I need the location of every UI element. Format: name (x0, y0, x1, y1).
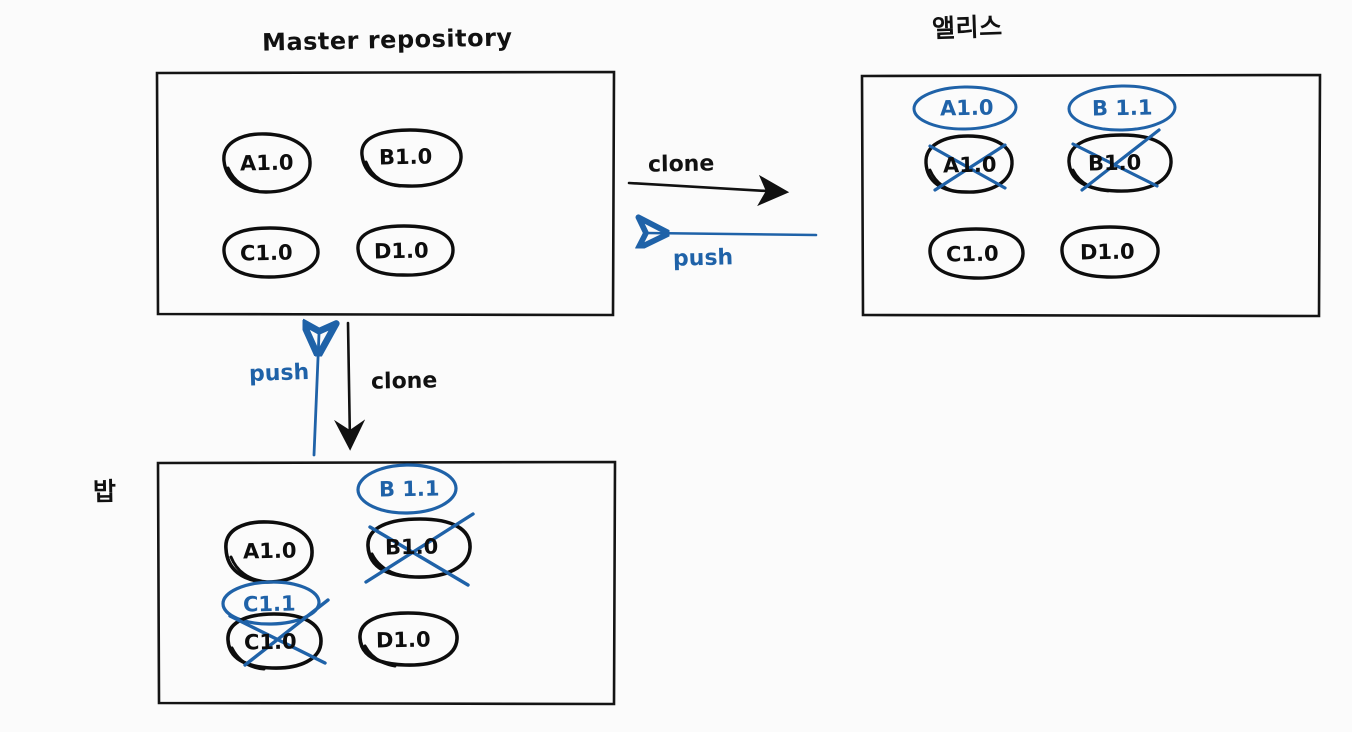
master-node-c1-0 (222, 226, 320, 279)
arrow-clone-master-to-alice (627, 174, 790, 207)
alice-node-a1-0-old (924, 134, 1014, 194)
alice-node-a1-0-new (912, 85, 1018, 131)
master-node-d1-0 (356, 224, 455, 277)
arrow-clone-master-to-bob (334, 321, 366, 451)
bob-node-c1-1-new (221, 580, 321, 626)
arrow-label-clone-bob: clone (370, 368, 438, 395)
master-node-b1-0 (360, 128, 463, 188)
bob-node-b1-1-new (356, 463, 458, 515)
master-repository-box (155, 70, 616, 317)
bob-node-b1-0-old (364, 512, 475, 587)
bob-node-a1-0 (224, 520, 314, 584)
page-title-master: Master repository (261, 23, 513, 57)
alice-node-c1-0 (928, 227, 1025, 280)
arrow-push-bob-to-master (314, 334, 319, 457)
alice-node-b1-0-old (1067, 128, 1173, 193)
arrow-label-push-alice: push (672, 245, 734, 272)
alice-node-b1-1-new (1067, 84, 1177, 132)
arrow-push-alice-to-master (646, 233, 818, 235)
page-title-alice: 앨리스 (931, 11, 1004, 44)
bob-node-d1-0 (358, 611, 459, 668)
page-title-bob: 밥 (92, 476, 117, 507)
alice-node-d1-0 (1060, 225, 1160, 279)
bob-repository-box (156, 460, 617, 706)
arrow-label-push-bob: push (248, 359, 310, 388)
bob-node-c1-0-old (226, 598, 330, 671)
arrow-label-clone-alice: clone (647, 151, 715, 178)
master-node-a1-0 (222, 132, 312, 194)
alice-repository-box (860, 73, 1322, 318)
